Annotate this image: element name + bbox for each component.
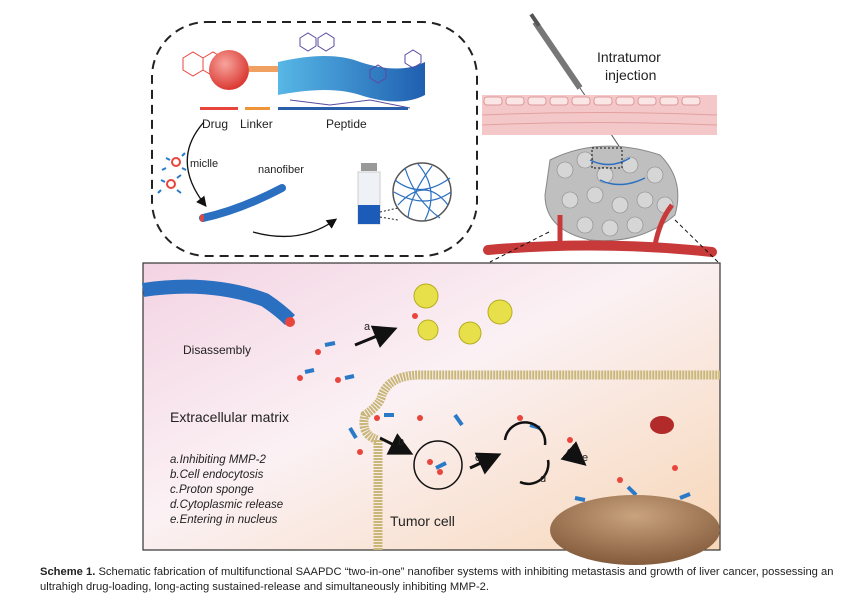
tumor-mass xyxy=(544,145,679,242)
injection-title-line2: injection xyxy=(605,67,656,83)
step-a-label: a xyxy=(364,321,371,333)
zoom-guide-line xyxy=(379,207,399,213)
step-d-label: d xyxy=(540,473,546,485)
figure-caption: Scheme 1. Schematic fabrication of multi… xyxy=(40,565,840,595)
injection-panel: Intratumor injection xyxy=(481,13,719,263)
synthesis-panel: Drug Linker Peptide miclle nanofiber xyxy=(151,21,478,257)
legend-item-a: a.Inhibiting MMP-2 xyxy=(170,454,266,466)
drug-label: Drug xyxy=(202,117,228,131)
disassembly-label: Disassembly xyxy=(183,343,251,357)
drug-sphere xyxy=(209,50,249,90)
released-drug xyxy=(285,317,295,327)
peptide-bar xyxy=(278,107,408,110)
linker-bar xyxy=(245,107,270,110)
fiber-network-icon xyxy=(392,162,452,222)
caption-label: Scheme 1. xyxy=(40,566,96,578)
ruptured-endosome xyxy=(503,421,550,486)
blood-vessel xyxy=(483,203,717,257)
mitochondrion-icon xyxy=(650,416,674,434)
arrow-e xyxy=(560,441,587,466)
vial-icon xyxy=(357,163,381,225)
nanofiber-disassembling xyxy=(141,279,295,326)
micelle-icon xyxy=(157,152,187,194)
legend-item-e: e.Entering in nucleus xyxy=(170,514,278,526)
arrow-a xyxy=(354,325,398,348)
arrow-c xyxy=(469,452,502,475)
mmp2-enzyme-icons xyxy=(413,283,513,345)
arrow-to-hydrogel xyxy=(252,218,338,238)
peptide-label: Peptide xyxy=(326,117,367,131)
free-drug-molecules xyxy=(297,313,691,542)
nanofiber-drug-core xyxy=(200,214,204,222)
caption-text: Schematic fabrication of multifunctional… xyxy=(40,566,834,593)
step-b-label: b xyxy=(398,436,404,448)
cell-panel: Disassembly a Extracellular matrix a.Inh… xyxy=(141,262,721,565)
nucleus xyxy=(550,495,720,565)
linker-bond xyxy=(249,66,278,72)
linker-label: Linker xyxy=(240,117,273,131)
endosome xyxy=(413,440,463,490)
micelle-label: miclle xyxy=(190,158,218,170)
legend-item-d: d.Cytoplasmic release xyxy=(170,499,283,511)
cell-membrane xyxy=(359,370,720,550)
peptide-structure xyxy=(289,32,422,109)
skin-layers xyxy=(481,95,718,135)
step-c-label: c xyxy=(475,452,481,464)
tumor-cell-label: Tumor cell xyxy=(390,513,455,529)
peptide-ribbon xyxy=(278,56,425,102)
zoom-guide-line xyxy=(379,216,399,221)
drug-bar xyxy=(200,107,238,110)
arrow-b xyxy=(379,433,414,455)
injection-title-line1: Intratumor xyxy=(597,49,661,65)
zoom-guide-line xyxy=(674,219,719,263)
nanofiber-icon xyxy=(199,184,286,222)
legend-item-c: c.Proton sponge xyxy=(170,484,254,496)
step-e-label: e xyxy=(582,452,588,464)
legend-item-b: b.Cell endocytosis xyxy=(170,469,264,481)
nanofiber-label: nanofiber xyxy=(258,164,304,176)
step-legend: a.Inhibiting MMP-2 b.Cell endocytosis c.… xyxy=(170,454,283,526)
arrow-to-nanofiber xyxy=(186,121,207,208)
ecm-label: Extracellular matrix xyxy=(170,409,289,425)
